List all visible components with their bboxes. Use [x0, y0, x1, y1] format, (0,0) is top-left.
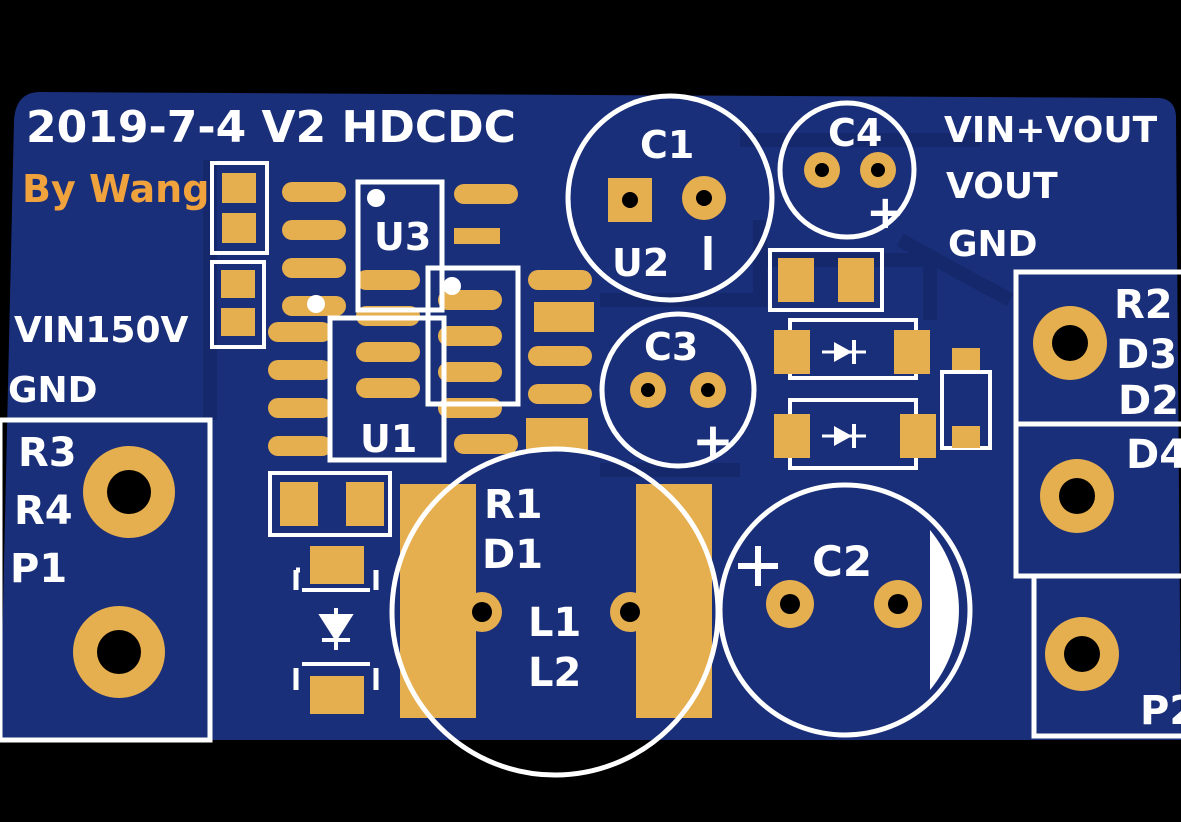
- ic-pads: [268, 182, 594, 456]
- label-vout: VOUT: [946, 166, 1058, 207]
- label-vin150v: VIN150V: [14, 310, 189, 351]
- diode-symbol-icon: [822, 340, 866, 364]
- resistor-pads: [268, 471, 392, 537]
- label-u2: U2: [612, 241, 669, 285]
- label-c4: C4: [828, 111, 882, 155]
- polarity-plus-icon: +: [692, 412, 734, 470]
- capacitor-c3: [599, 311, 757, 469]
- smd-right: [768, 248, 992, 470]
- label-u1: U1: [360, 417, 417, 461]
- smd-pads-left: [210, 161, 269, 349]
- author-label: By Wang: [22, 167, 209, 211]
- polarity-plus-icon: +: [866, 185, 905, 239]
- label-vin-vout: VIN+VOUT: [944, 110, 1158, 151]
- label-d3: D3: [1116, 332, 1177, 378]
- inductor-l1: [389, 446, 721, 778]
- label-d4: D4: [1126, 432, 1181, 478]
- label-u3: U3: [374, 215, 431, 259]
- capacitor-c4: [777, 100, 917, 240]
- capacitor-c1: [565, 93, 775, 303]
- diode-symbol-icon: [822, 424, 866, 448]
- capacitor-c2: [717, 482, 973, 738]
- label-gnd-right: GND: [948, 224, 1038, 265]
- label-l2: L2: [528, 650, 581, 696]
- label-c1: C1: [640, 123, 694, 167]
- label-c3: C3: [644, 325, 698, 369]
- diode-symbol-icon: [318, 608, 354, 650]
- label-r4: R4: [14, 488, 73, 534]
- ic-outlines: [307, 179, 521, 463]
- label-gnd-left: GND: [8, 370, 98, 411]
- label-r1: R1: [484, 482, 543, 528]
- connector-p1: [0, 417, 213, 743]
- diode-bottom-left: [293, 546, 379, 714]
- label-l1: L1: [528, 600, 581, 646]
- label-p1: P1: [10, 546, 67, 592]
- label-c2: C2: [812, 537, 872, 586]
- label-r2: R2: [1114, 282, 1173, 328]
- label-d1: D1: [482, 532, 543, 578]
- board-title: 2019-7-4 V2 HDCDC: [26, 102, 516, 153]
- connector-right-top: [1013, 269, 1181, 739]
- label-r3: R3: [18, 430, 77, 476]
- label-p2: P2: [1140, 688, 1181, 734]
- label-d2: D2: [1118, 378, 1179, 424]
